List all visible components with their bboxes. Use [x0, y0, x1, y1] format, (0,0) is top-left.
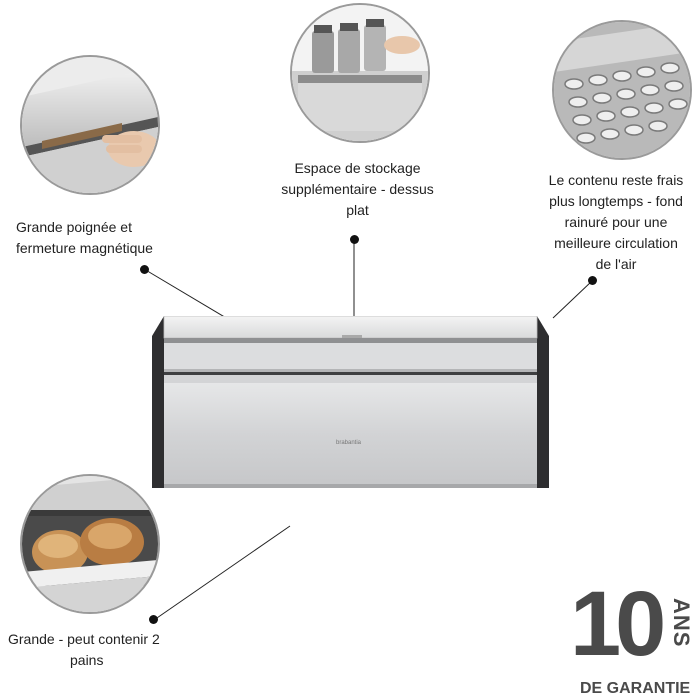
- grooved-bottom-detail-photo: [552, 20, 692, 160]
- warranty-unit: ANS: [669, 598, 694, 648]
- fresh-caption: Le contenu reste frais plus longtemps - …: [536, 170, 696, 275]
- handle-caption-line2: fermeture magnétique: [16, 240, 153, 256]
- bread-bin: brabantia: [152, 316, 549, 488]
- fresh-caption-line1: Le contenu reste frais: [548, 172, 684, 188]
- fresh-caption-line4: meilleure circulation: [554, 235, 678, 251]
- capacity-caption: Grande - peut contenir 2 pains: [8, 629, 208, 671]
- storage-detail-photo: [290, 3, 430, 143]
- fresh-leader-line: [552, 280, 593, 319]
- warranty-badge: 10 ANS DE GARANTIE: [570, 578, 694, 698]
- warranty-number: 10: [570, 573, 666, 675]
- handle-caption: Grande poignée et fermeture magnétique: [16, 217, 216, 259]
- storage-caption-line1: Espace de stockage: [294, 160, 421, 176]
- storage-caption-line2: supplémentaire - dessus: [281, 181, 434, 197]
- brand-mark: brabantia: [336, 440, 362, 446]
- storage-leader-dot: [350, 235, 359, 244]
- handle-caption-line1: Grande poignée et: [16, 219, 132, 235]
- fresh-leader-dot: [588, 276, 597, 285]
- handle-leader-dot: [140, 265, 149, 274]
- storage-caption: Espace de stockage supplémentaire - dess…: [270, 158, 445, 221]
- fresh-caption-line5: de l'air: [595, 256, 637, 272]
- handle-detail-photo: [20, 55, 160, 195]
- capacity-caption-line1: Grande - peut contenir 2: [8, 631, 160, 647]
- fresh-caption-line2: plus longtemps - fond: [549, 193, 683, 209]
- warranty-text: DE GARANTIE: [580, 680, 691, 697]
- capacity-caption-line2: pains: [70, 652, 104, 668]
- capacity-leader-line: [153, 525, 291, 621]
- storage-caption-line3: plat: [346, 202, 369, 218]
- fresh-caption-line3: rainuré pour une: [564, 214, 668, 230]
- capacity-leader-dot: [149, 615, 158, 624]
- capacity-detail-photo: [20, 474, 160, 614]
